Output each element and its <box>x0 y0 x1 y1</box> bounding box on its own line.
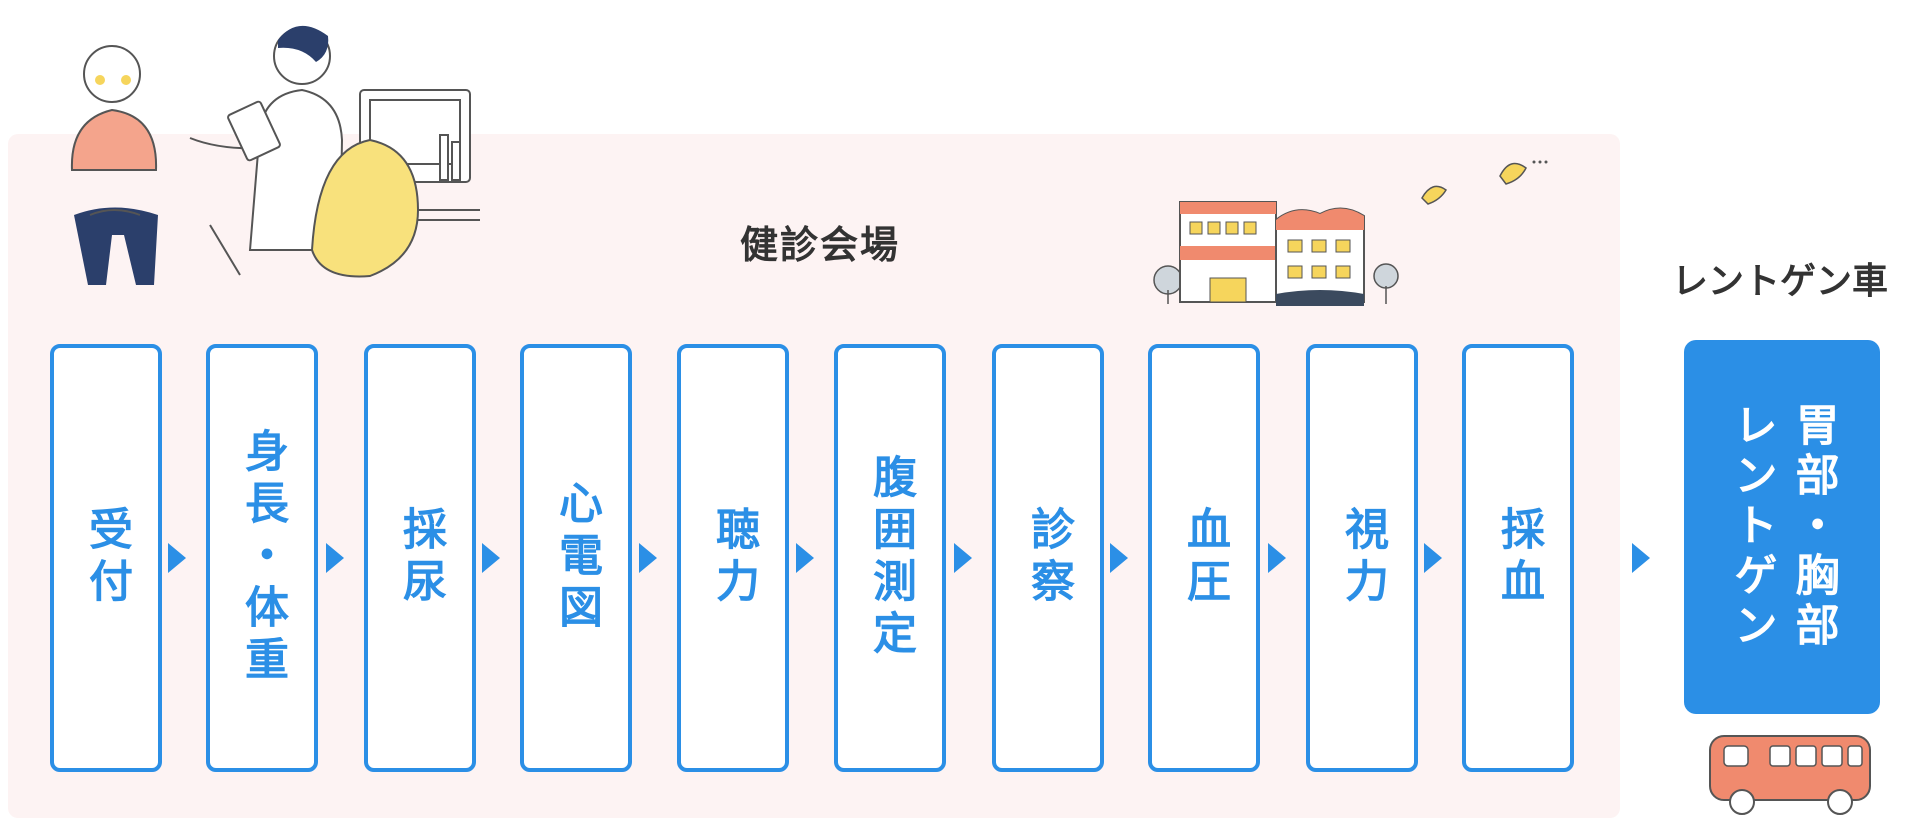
arrow-right-icon <box>639 543 657 573</box>
xray-van-title: レントゲン車 <box>1671 261 1888 302</box>
step-blood-draw: 採血 <box>1462 344 1574 772</box>
birds-illustration <box>1421 160 1548 205</box>
step-label: 視力 <box>1337 506 1388 610</box>
arrow-right-icon <box>954 543 972 573</box>
step-label: 心電図 <box>551 480 602 636</box>
arrow-right-icon <box>1268 543 1286 573</box>
xray-van-label: 胃部・胸部 レントゲン <box>1726 402 1839 652</box>
step-label: 腹囲測定 <box>865 454 916 662</box>
step-label: 血圧 <box>1179 506 1230 610</box>
step-label: 受付 <box>81 506 132 610</box>
step-height-weight: 身長・体重 <box>206 344 318 772</box>
venue-title: 健診会場 <box>739 223 900 267</box>
arrow-right-icon <box>796 543 814 573</box>
step-label: 採尿 <box>395 506 446 610</box>
arrow-right-icon <box>1110 543 1128 573</box>
step-ecg: 心電図 <box>520 344 632 772</box>
arrow-right-icon <box>168 543 186 573</box>
step-label: 採血 <box>1493 506 1544 610</box>
arrow-right-icon <box>1632 543 1650 573</box>
hospital-building-illustration <box>1153 201 1399 306</box>
step-consultation: 診察 <box>992 344 1104 772</box>
doctor-consultation-illustration <box>70 25 480 285</box>
step-reception: 受付 <box>50 344 162 772</box>
xray-van-step: 胃部・胸部 レントゲン <box>1684 340 1880 714</box>
step-vision: 視力 <box>1306 344 1418 772</box>
arrow-right-icon <box>326 543 344 573</box>
arrow-right-icon <box>482 543 500 573</box>
step-label: 聴力 <box>708 506 759 610</box>
step-blood-pressure: 血圧 <box>1148 344 1260 772</box>
arrow-right-icon <box>1424 543 1442 573</box>
step-waist-measurement: 腹囲測定 <box>834 344 946 772</box>
step-hearing: 聴力 <box>677 344 789 772</box>
step-label: 診察 <box>1023 506 1074 610</box>
step-label: 身長・体重 <box>237 428 288 688</box>
xray-bus-illustration <box>1709 735 1871 815</box>
step-urine-test: 採尿 <box>364 344 476 772</box>
